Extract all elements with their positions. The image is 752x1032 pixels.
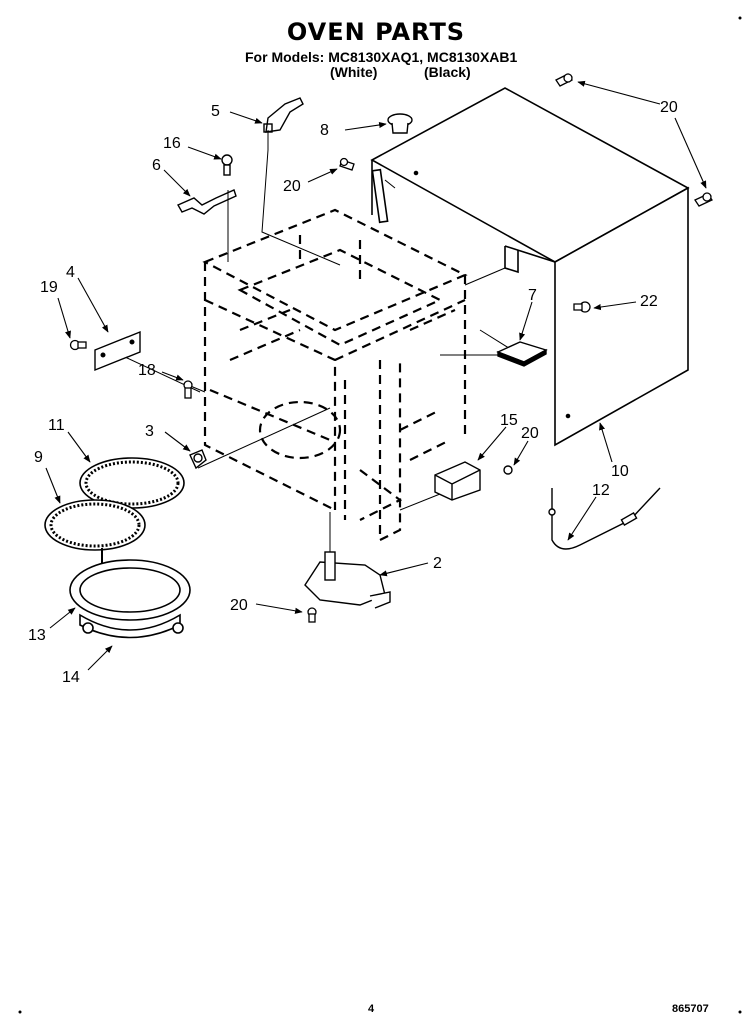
callout-7: 7 [528,287,537,304]
callout-9: 9 [34,449,43,466]
callout-16: 16 [163,135,181,152]
callout-22: 22 [640,293,658,310]
plate-part-4 [94,330,141,372]
grill-part-11 [79,457,185,509]
callout-20-left: 20 [283,178,301,195]
callout-arrows [45,80,707,671]
callout-20-top: 20 [660,99,678,116]
callout-15: 15 [500,412,518,429]
motor-bracket-part-2 [304,551,391,609]
outer-cabinet [370,87,690,447]
callout-20-bottom: 20 [230,597,248,614]
variant-white-label: (White) [330,64,378,80]
callout-18: 18 [138,362,156,379]
screw-part-22 [573,301,591,313]
callout-13: 13 [28,627,46,644]
callout-labels: 20 5 8 16 6 20 4 19 7 22 18 3 11 9 15 20… [28,99,678,686]
callout-2: 2 [433,555,442,572]
corner-mark [738,1010,742,1014]
models-line: For Models: MC8130XAQ1, MC8130XAB1 [245,49,518,65]
screw-part-20-bottom [307,607,317,623]
screw-part-20-right [694,192,713,207]
plug-part-8 [387,113,413,134]
bumper-part-3 [189,449,207,470]
bracket-part-6 [177,189,237,215]
component-part-15 [434,461,513,501]
callout-4: 4 [66,264,75,281]
callout-19: 19 [40,279,58,296]
screw-part-19 [69,339,87,351]
screw-part-20-left [339,157,355,171]
callout-6: 6 [152,157,161,174]
callout-5: 5 [211,103,220,120]
bracket-part-5 [263,97,304,133]
callout-8: 8 [320,122,329,139]
dish-part-13 [69,559,191,621]
callout-11: 11 [48,417,65,434]
screw-part-16 [221,154,233,176]
callout-3: 3 [145,423,154,440]
corner-mark [738,16,742,20]
page-number: 4 [368,1003,375,1015]
callout-20-right: 20 [521,425,539,442]
base-part-14 [79,613,184,639]
screw-part-18 [183,380,193,399]
cable-part-12 [548,487,661,550]
oven-cavity-dashed [202,208,468,542]
corner-mark [18,1010,22,1014]
screw-part-20-top [555,73,573,87]
callout-14: 14 [62,669,80,686]
page-title: OVEN PARTS [286,18,466,46]
callout-10: 10 [611,463,629,480]
variant-black-label: (Black) [424,64,471,80]
document-number: 865707 [672,1003,709,1015]
callout-12: 12 [592,482,610,499]
grill-part-9 [44,499,146,575]
pad-part-7 [496,341,548,367]
